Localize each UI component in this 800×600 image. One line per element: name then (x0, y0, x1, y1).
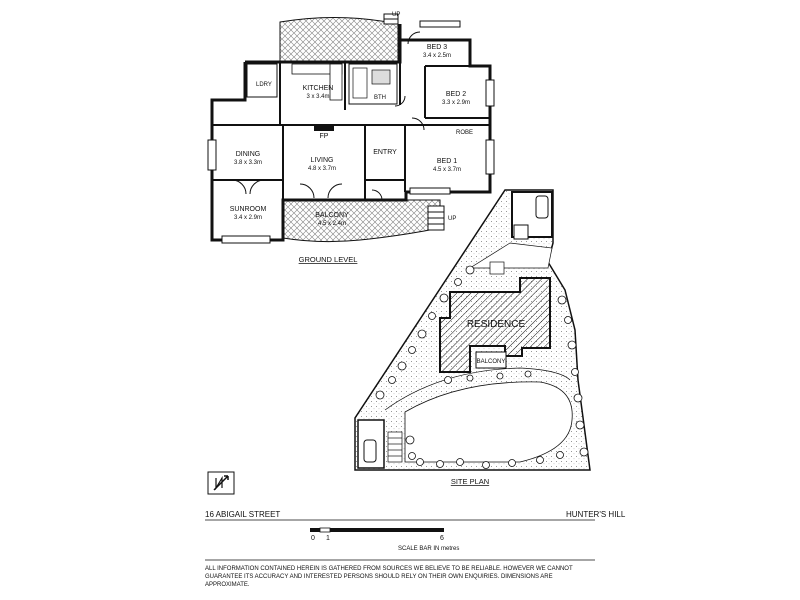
scale-mark-0: 0 (311, 535, 315, 542)
room-name-entry: ENTRY (373, 149, 397, 156)
scale-mark-1: 1 (326, 535, 330, 542)
internal-walls (212, 62, 490, 200)
site-plan: RESIDENCE BALCONY (354, 189, 591, 486)
front-stairs (427, 205, 445, 231)
room-name-balcony: BALCONY (315, 212, 349, 219)
rear-up-label: UP (392, 12, 400, 18)
room-name-living: LIVING (311, 157, 334, 164)
fireplace-label: FP (320, 133, 329, 140)
room-dims-balcony: 4.5 x 2.4m (318, 221, 346, 227)
room-dims-bed2: 3.3 x 2.9m (442, 100, 470, 106)
suburb-name: HUNTER'S HILL (566, 510, 626, 519)
scale-bar (310, 527, 444, 533)
laundry-bath-rooms (246, 63, 398, 105)
front-carport (357, 419, 385, 469)
room-dims-bed3: 3.4 x 2.5m (423, 53, 451, 59)
site-shed (489, 261, 505, 275)
site-balcony-label: BALCONY (477, 359, 506, 365)
windows (207, 20, 495, 244)
street-address: 16 ABIGAIL STREET (205, 510, 281, 519)
rear-terrace (279, 16, 399, 63)
room-dims-living: 4.8 x 3.7m (308, 166, 336, 172)
room-name-kitchen: KITCHEN (303, 85, 334, 92)
room-dims-bed1: 4.5 x 3.7m (433, 167, 461, 173)
ground-level-plan: BED 3 3.4 x 2.5m KITCHEN 3 x 3.4m BED 2 … (207, 12, 495, 264)
room-dims-sunroom: 3.4 x 2.9m (234, 215, 262, 221)
room-name-bed2: BED 2 (446, 91, 466, 98)
garage (511, 191, 553, 240)
room-name-bed1: BED 1 (437, 158, 457, 165)
room-dims-kitchen: 3 x 3.4m (306, 94, 329, 100)
room-name-dining: DINING (236, 151, 261, 158)
disclaimer-text: ALL INFORMATION CONTAINED HEREIN IS GATH… (205, 566, 573, 588)
room-dims-dining: 3.8 x 3.3m (234, 160, 262, 166)
lawn (404, 381, 573, 463)
front-up-label: UP (448, 216, 456, 222)
garden-shrubs (375, 265, 589, 469)
laundry-label: LDRY (256, 82, 272, 88)
kitchen-bench (291, 63, 343, 101)
fireplace (314, 125, 334, 131)
bath-label: BTH (374, 95, 386, 101)
door-swings (231, 31, 425, 201)
scale-bar-label: SCALE BAR IN metres (398, 546, 460, 552)
residence-label: RESIDENCE (467, 319, 526, 330)
room-name-sunroom: SUNROOM (230, 206, 267, 213)
north-arrow-icon (207, 471, 235, 495)
room-name-bed3: BED 3 (427, 44, 447, 51)
site-plan-caption: SITE PLAN (451, 477, 489, 486)
site-balcony (475, 351, 507, 369)
robe-label: ROBE (456, 130, 473, 136)
garden-path (384, 367, 571, 411)
balcony-deck (282, 199, 441, 243)
ground-level-caption: GROUND LEVEL (299, 255, 358, 264)
rear-stairs (383, 13, 399, 25)
front-garden-steps (387, 431, 403, 463)
scale-mark-6: 6 (440, 535, 444, 542)
